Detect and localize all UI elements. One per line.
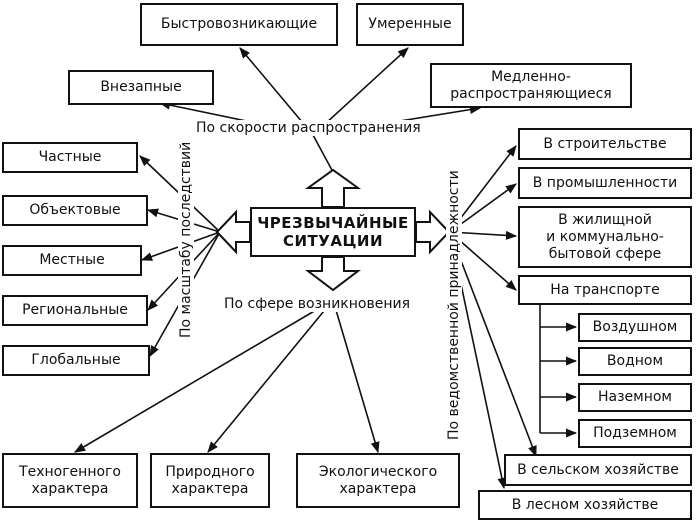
box-local: Местные bbox=[2, 245, 142, 276]
block-arrow-up bbox=[304, 168, 362, 208]
box-sudden: Внезапные bbox=[68, 70, 214, 105]
block-arrow-right bbox=[415, 209, 451, 255]
arrow-to-prirodnogo bbox=[207, 299, 334, 453]
box-water: Водном bbox=[578, 347, 692, 376]
box-rapidly-arising: Быстровозникающие bbox=[140, 3, 338, 46]
center-box-emergencies: ЧРЕЗВЫЧАЙНЫЕ СИТУАЦИИ bbox=[250, 207, 416, 257]
box-ground: Наземном bbox=[578, 383, 692, 412]
box-private: Частные bbox=[2, 142, 138, 173]
box-object: Объектовые bbox=[2, 195, 148, 226]
arrow-to-ekologicheskogo bbox=[332, 299, 380, 454]
box-global: Глобальные bbox=[2, 345, 150, 376]
box-ecological: Экологического характера bbox=[296, 453, 460, 508]
box-forestry: В лесном хозяйстве bbox=[478, 490, 692, 520]
box-construction: В строительстве bbox=[518, 128, 692, 160]
box-industry: В промышленности bbox=[518, 167, 692, 199]
speed-category-label: По скорости распространения bbox=[196, 120, 421, 136]
block-arrow-left bbox=[215, 209, 251, 255]
sphere-category-label: По сфере возникновения bbox=[224, 296, 410, 312]
box-natural: Природного характера bbox=[150, 453, 270, 508]
box-moderate: Умеренные bbox=[356, 3, 464, 46]
box-underground: Подземном bbox=[578, 419, 692, 448]
box-air: Воздушном bbox=[578, 313, 692, 342]
box-regional: Региональные bbox=[2, 295, 148, 326]
box-slowly-spreading: Медленно- распространяющиеся bbox=[430, 63, 632, 108]
box-transport: На транспорте bbox=[518, 275, 692, 305]
block-arrow-down bbox=[305, 256, 361, 292]
box-housing-utilities: В жилищной и коммунально- бытовой сфере bbox=[518, 206, 692, 268]
speed-stem-line bbox=[312, 134, 334, 173]
scale-category-label: По масштабу последствий bbox=[178, 141, 194, 338]
arrow-to-tekhnogennogo bbox=[74, 299, 334, 453]
box-technogenic: Техногенного характера bbox=[2, 453, 138, 508]
arrow-to-selskom bbox=[449, 231, 537, 458]
box-agriculture: В сельском хозяйстве bbox=[504, 454, 692, 486]
department-category-label: По ведомственной принадлежности bbox=[446, 170, 462, 440]
